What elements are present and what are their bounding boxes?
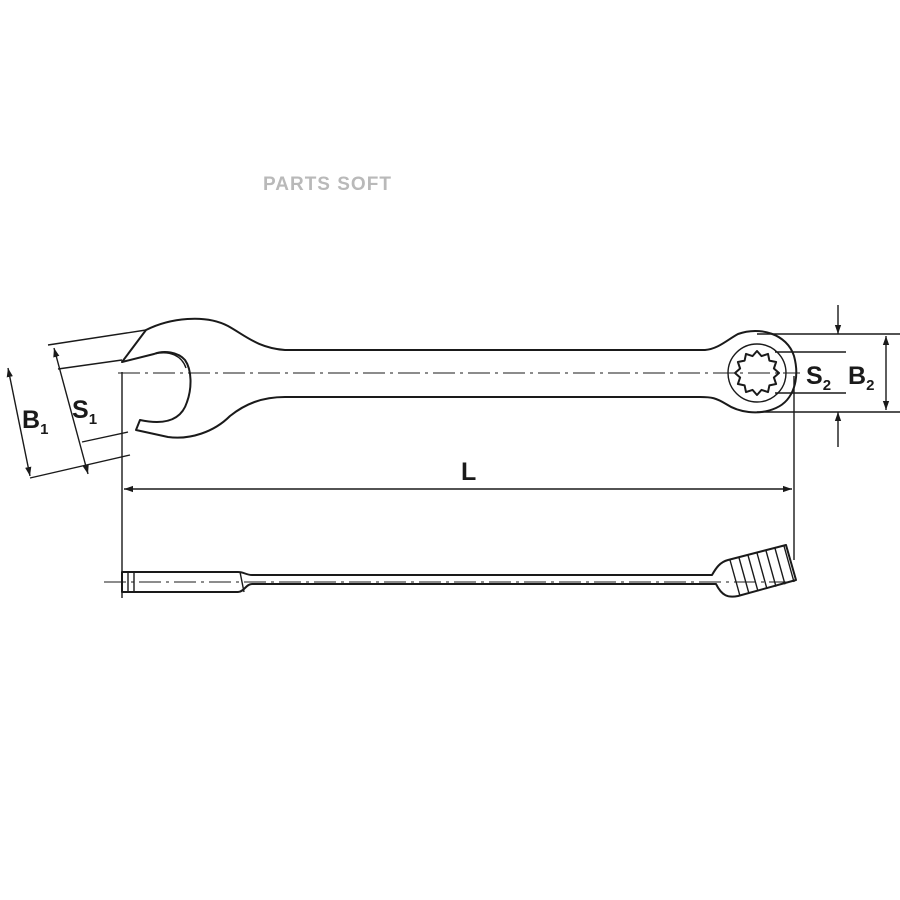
dimension-l: L: [121, 372, 795, 598]
watermark-text: PARTS SOFT: [263, 174, 392, 195]
b1-label: B1: [22, 406, 48, 438]
l-label: L: [461, 458, 476, 486]
jaw-opening: [153, 352, 187, 369]
b2-label: B2: [848, 362, 874, 394]
s1-arrow: [53, 347, 89, 475]
s2-label: S2: [806, 362, 831, 394]
ring-tooth-line: [765, 550, 777, 587]
wrench-side-view: [104, 544, 797, 598]
wrench-top-view: [118, 317, 800, 439]
side-outline: [121, 544, 797, 598]
b1-arrow: [6, 367, 32, 477]
ring-tooth-line: [774, 548, 786, 585]
ring-tooth-line: [729, 559, 741, 597]
ring-tooth-line: [747, 555, 759, 592]
s1-label: S1: [72, 396, 97, 428]
ring-tooth-line: [783, 545, 795, 583]
wrench-outline: [121, 317, 798, 439]
ring-tooth-line: [756, 552, 768, 590]
ring-tooth-line: [738, 557, 750, 594]
ring-12-point-bore: [734, 350, 780, 396]
dimension-b1-s1: B1 S1: [6, 329, 147, 479]
ring-side-teeth: [729, 545, 795, 597]
dimension-s2-b2: S2 B2: [757, 305, 900, 447]
